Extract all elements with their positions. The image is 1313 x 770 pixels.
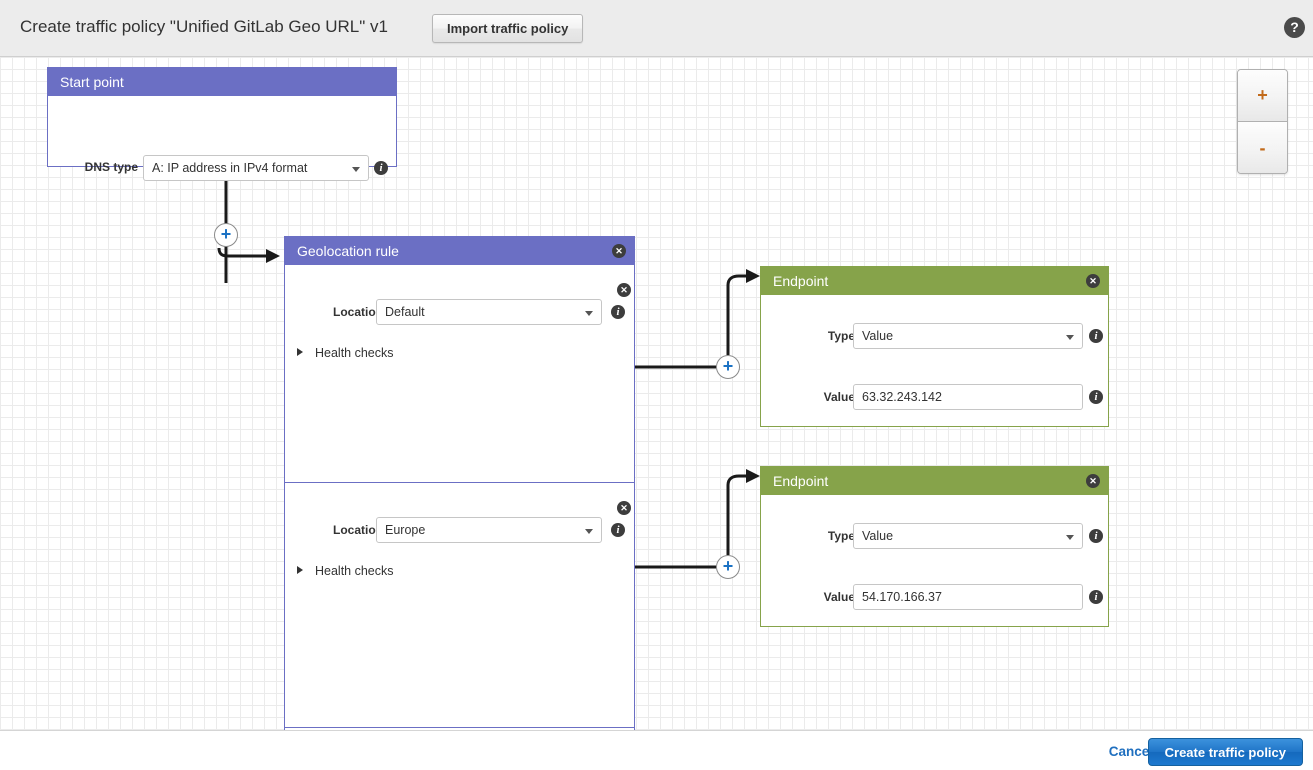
close-icon[interactable]: ✕ (1086, 474, 1100, 488)
location-value: Default (385, 305, 425, 319)
location-value: Europe (385, 523, 426, 537)
endpoint-type-value: Value (862, 329, 894, 343)
footer-action-bar: Cancel Create traffic policy (0, 730, 1313, 770)
dns-type-select[interactable]: A: IP address in IPv4 format (143, 155, 369, 181)
add-another-geo-location-button[interactable]: + Add another geo location (285, 727, 634, 730)
zoom-out-button[interactable]: - (1238, 122, 1287, 173)
dns-type-label: DNS type (84, 160, 138, 174)
health-checks-toggle[interactable]: Health checks (297, 346, 394, 360)
chevron-down-icon (585, 311, 593, 316)
endpoint-node[interactable]: Endpoint ✕ Type Value i Value 63.32.243.… (760, 266, 1109, 427)
endpoint-value-text: 54.170.166.37 (862, 590, 942, 604)
chevron-down-icon (1066, 335, 1074, 340)
chevron-right-icon (297, 566, 303, 574)
geolocation-rule-title: Geolocation rule (297, 243, 399, 259)
health-checks-label: Health checks (315, 564, 394, 578)
geo-location-row: Location Default ✕ i Health checks (285, 265, 634, 482)
import-traffic-policy-button[interactable]: Import traffic policy (432, 14, 584, 43)
endpoint-value-info-icon[interactable]: i (1089, 390, 1103, 404)
endpoint-value-text: 63.32.243.142 (862, 390, 942, 404)
endpoint-value-label: Value (823, 590, 855, 604)
help-icon[interactable]: ? (1284, 17, 1305, 38)
delete-location-icon[interactable]: ✕ (617, 283, 631, 297)
canvas-zoom-control[interactable]: + - (1237, 69, 1288, 174)
endpoint-header: Endpoint ✕ (761, 467, 1108, 495)
create-traffic-policy-button[interactable]: Create traffic policy (1147, 738, 1303, 766)
endpoint-type-info-icon[interactable]: i (1089, 329, 1103, 343)
location-label: Location (333, 305, 383, 319)
start-point-header: Start point (48, 68, 396, 96)
location-info-icon[interactable]: i (611, 523, 625, 537)
endpoint-value-label: Value (823, 390, 855, 404)
close-icon[interactable]: ✕ (1086, 274, 1100, 288)
geo-location-row: Location Europe ✕ i Health checks (285, 483, 634, 700)
endpoint-body: Type Value i Value 63.32.243.142 i (761, 295, 1108, 426)
chevron-right-icon (297, 348, 303, 356)
endpoint-header: Endpoint ✕ (761, 267, 1108, 295)
endpoint-body: Type Value i Value 54.170.166.37 i (761, 495, 1108, 626)
cancel-button[interactable]: Cancel (1108, 744, 1153, 759)
connector-wires (217, 167, 760, 569)
geolocation-rule-header: Geolocation rule ✕ (285, 237, 634, 265)
endpoint-type-value: Value (862, 529, 894, 543)
close-icon[interactable]: ✕ (612, 244, 626, 258)
location-divider (285, 482, 634, 483)
location-select[interactable]: Europe (376, 517, 602, 543)
endpoint-node[interactable]: Endpoint ✕ Type Value i Value 54.170.166… (760, 466, 1109, 627)
policy-canvas[interactable]: + - Start point DNS type A: IP address i… (0, 57, 1313, 730)
delete-location-icon[interactable]: ✕ (617, 501, 631, 515)
health-checks-toggle[interactable]: Health checks (297, 564, 394, 578)
top-header-bar: Create traffic policy "Unified GitLab Ge… (0, 0, 1313, 57)
page-title: Create traffic policy "Unified GitLab Ge… (20, 17, 388, 36)
endpoint-title: Endpoint (773, 473, 829, 489)
endpoint-type-label: Type (827, 529, 855, 543)
location-select[interactable]: Default (376, 299, 602, 325)
endpoint-type-select[interactable]: Value (853, 523, 1083, 549)
endpoint-value-info-icon[interactable]: i (1089, 590, 1103, 604)
location-label: Location (333, 523, 383, 537)
endpoint-value-input[interactable]: 54.170.166.37 (853, 584, 1083, 610)
zoom-in-button[interactable]: + (1238, 70, 1287, 122)
health-checks-label: Health checks (315, 346, 394, 360)
geolocation-rule-node[interactable]: Geolocation rule ✕ Location Default ✕ i … (284, 236, 635, 730)
dns-type-info-icon[interactable]: i (374, 161, 388, 175)
chevron-down-icon (1066, 535, 1074, 540)
add-node-rule-to-endpoint-1[interactable]: + (716, 355, 740, 379)
endpoint-value-input[interactable]: 63.32.243.142 (853, 384, 1083, 410)
endpoint-type-select[interactable]: Value (853, 323, 1083, 349)
endpoint-title: Endpoint (773, 273, 829, 289)
geolocation-rule-body: Location Default ✕ i Health checks Locat… (285, 265, 634, 730)
add-node-start-to-rule[interactable]: + (214, 223, 238, 247)
chevron-down-icon (585, 529, 593, 534)
dns-type-value: A: IP address in IPv4 format (152, 161, 308, 175)
chevron-down-icon (352, 167, 360, 172)
endpoint-type-label: Type (827, 329, 855, 343)
endpoint-type-info-icon[interactable]: i (1089, 529, 1103, 543)
add-node-rule-to-endpoint-2[interactable]: + (716, 555, 740, 579)
location-info-icon[interactable]: i (611, 305, 625, 319)
start-point-body: DNS type A: IP address in IPv4 format i (48, 96, 396, 181)
start-point-node[interactable]: Start point DNS type A: IP address in IP… (47, 67, 397, 181)
